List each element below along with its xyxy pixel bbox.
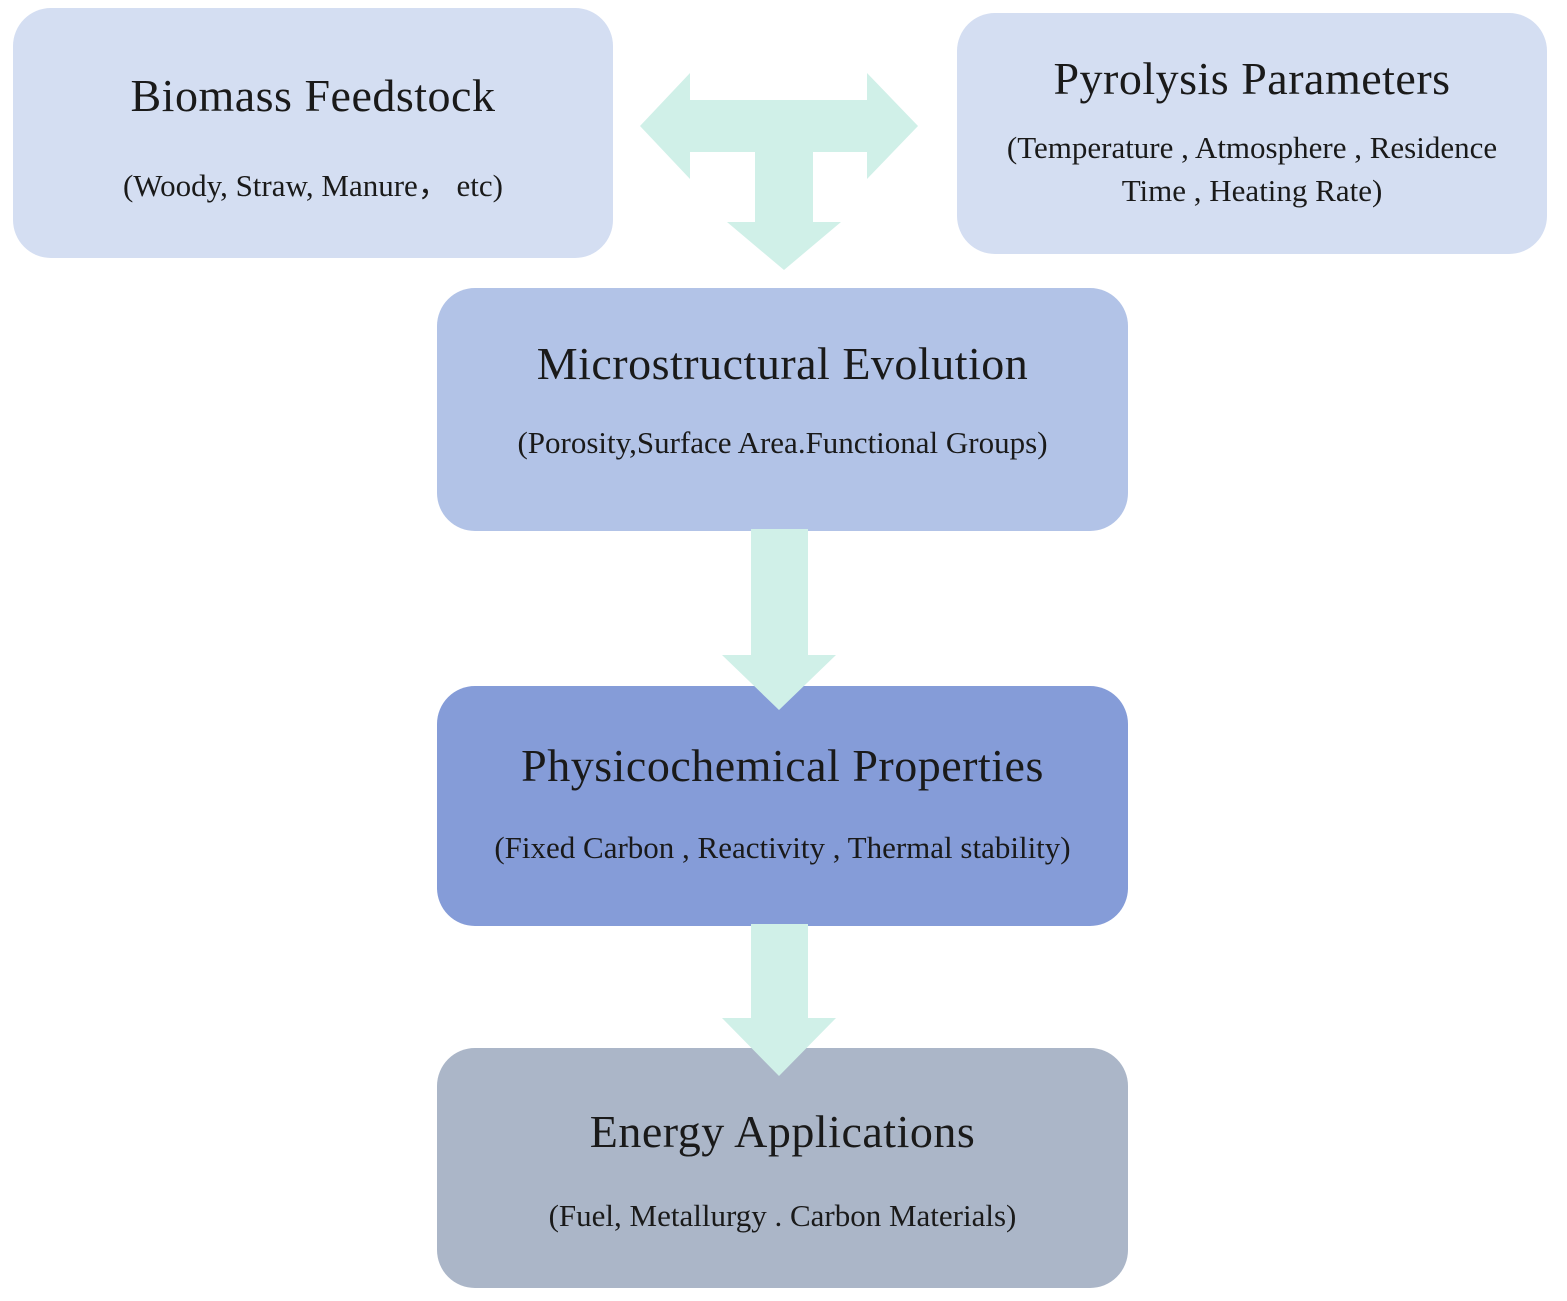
node-pyrolysis-parameters: Pyrolysis Parameters (Temperature , Atmo… bbox=[957, 13, 1547, 254]
node-title: Microstructural Evolution bbox=[536, 338, 1029, 390]
node-subtitle: (Fixed Carbon , Reactivity , Thermal sta… bbox=[494, 829, 1071, 865]
node-subtitle: (Temperature , Atmosphere , Residence Ti… bbox=[1006, 129, 1498, 208]
node-physicochemical-properties: Physicochemical Properties (Fixed Carbon… bbox=[437, 686, 1128, 926]
node-title: Biomass Feedstock bbox=[130, 70, 496, 122]
node-microstructural-evolution: Microstructural Evolution (Porosity,Surf… bbox=[437, 288, 1128, 531]
down-arrow-icon bbox=[722, 529, 836, 710]
node-title: Energy Applications bbox=[589, 1106, 976, 1158]
node-subtitle: (Fuel, Metallurgy . Carbon Materials) bbox=[548, 1197, 1017, 1233]
node-energy-applications: Energy Applications (Fuel, Metallurgy . … bbox=[437, 1048, 1128, 1288]
node-title: Physicochemical Properties bbox=[521, 740, 1044, 792]
down-arrow-icon bbox=[722, 924, 836, 1076]
node-subtitle: (Woody, Straw, Manure， etc) bbox=[122, 167, 503, 203]
node-title: Pyrolysis Parameters bbox=[1053, 52, 1451, 104]
node-subtitle: (Porosity,Surface Area.Functional Groups… bbox=[517, 424, 1048, 460]
junction-three-way-arrow-icon bbox=[640, 73, 918, 270]
node-biomass-feedstock: Biomass Feedstock (Woody, Straw, Manure，… bbox=[13, 8, 613, 258]
